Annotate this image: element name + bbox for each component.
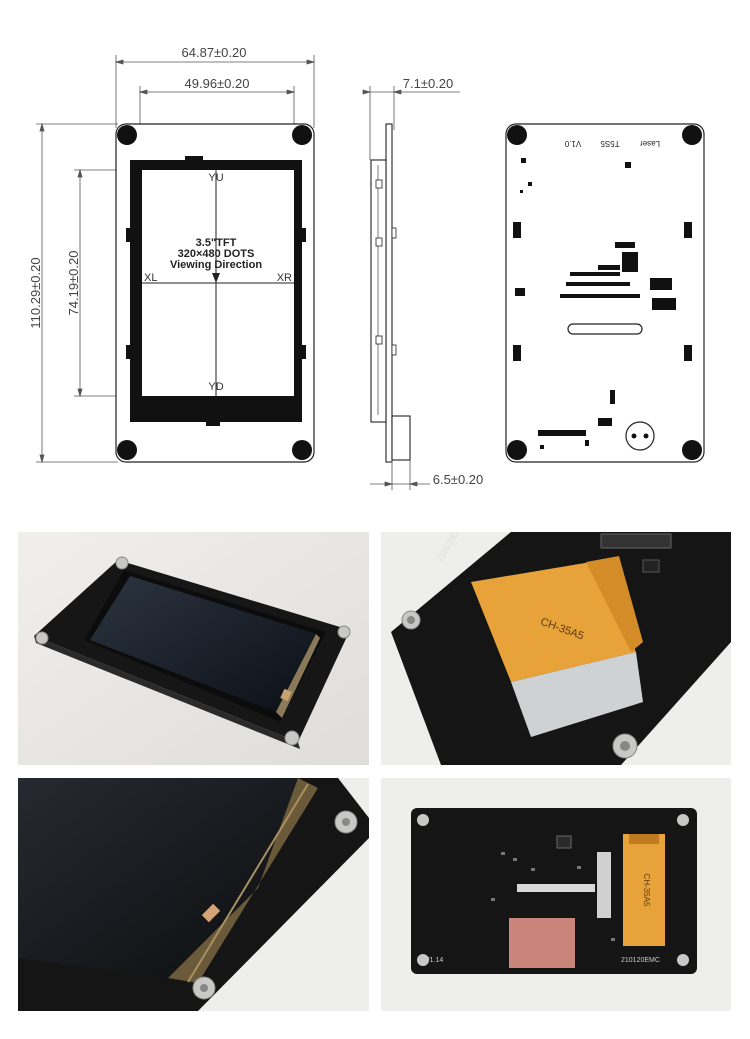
mount-hole <box>682 125 702 145</box>
side-clip <box>126 228 131 242</box>
display-spec-line1: 3.5"TFT <box>196 237 237 249</box>
bezel-tab <box>185 156 203 162</box>
screw <box>677 814 689 826</box>
screw <box>407 616 415 624</box>
back-label-model: T5S5 <box>600 139 620 148</box>
photo-back-fpc: CH-35A5 210120EMC <box>381 532 731 765</box>
photo-front-angled-art <box>18 532 369 765</box>
axis-label-right: XR <box>277 272 292 284</box>
back-label-laser: Laser <box>640 139 660 148</box>
screw <box>35 631 49 645</box>
chip <box>642 559 660 573</box>
display-window <box>511 652 643 737</box>
dimension-overall-height <box>36 122 118 464</box>
mount-hole <box>117 440 137 460</box>
axis-label-bottom: YD <box>208 381 223 393</box>
overall-width-label: 64.87±0.20 <box>182 45 247 60</box>
overall-height-label: 110.29±0.20 <box>28 257 43 328</box>
photo-edge-closeup <box>18 778 369 1011</box>
side-clip <box>301 228 306 242</box>
connector-tab <box>201 903 221 923</box>
pcb-edge <box>34 636 300 749</box>
side-pcb <box>385 123 393 463</box>
fpc-slot <box>567 323 643 335</box>
axis-label-left: XL <box>144 272 157 284</box>
chip <box>556 835 572 849</box>
component-cluster <box>491 852 615 941</box>
mount-hole <box>117 125 137 145</box>
dimension-thickness <box>362 86 460 160</box>
viewing-direction-arrow <box>212 273 220 283</box>
dimension-connector-offset <box>370 460 430 490</box>
fpc-cable <box>471 562 636 682</box>
back-clip <box>684 345 692 361</box>
back-clip <box>513 345 521 361</box>
screw <box>337 625 351 639</box>
side-connector <box>391 415 411 461</box>
display-spec-line3: Viewing Direction <box>170 259 262 271</box>
screw <box>417 954 429 966</box>
connector-tab <box>280 688 292 702</box>
side-clip <box>375 179 383 189</box>
component-cluster <box>515 158 676 449</box>
fpc-stiffener <box>629 834 659 844</box>
back-clip <box>513 222 521 238</box>
fpc-cable <box>623 834 665 946</box>
fpc-connector <box>597 852 611 918</box>
photo-edge-closeup-art <box>18 778 369 1011</box>
mount-hole <box>507 125 527 145</box>
photo-back-flat: CH-35A5 V1.14 210120EMC <box>381 778 731 1011</box>
technical-drawing: 64.87±0.20 49.96±0.20 110.29±0.20 7 <box>28 45 705 490</box>
screw <box>200 984 208 992</box>
side-clip <box>375 335 383 345</box>
display-spec-line2: 320×480 DOTS <box>178 248 255 260</box>
photo-back-fpc-art: CH-35A5 210120EMC <box>381 532 731 765</box>
screw <box>284 730 300 746</box>
back-board-outline <box>505 123 705 463</box>
fpc-connector <box>517 884 595 892</box>
back-clip <box>684 222 692 238</box>
front-view: 64.87±0.20 49.96±0.20 110.29±0.20 7 <box>28 45 316 464</box>
connector <box>600 533 672 549</box>
screw <box>677 954 689 966</box>
thickness-label: 7.1±0.20 <box>403 76 454 91</box>
back-view: V1.0 T5S5 Laser <box>505 123 705 463</box>
axis-label-top: YU <box>208 172 223 184</box>
active-width-label: 49.96±0.20 <box>185 76 250 91</box>
back-board-version: V1.14 <box>425 957 443 964</box>
display-screen <box>90 576 316 712</box>
side-clip <box>301 345 306 359</box>
side-view: 7.1±0.20 6.5±0.20 <box>362 76 484 490</box>
screw <box>342 818 350 826</box>
side-clip <box>375 237 383 247</box>
back-label-version: V1.0 <box>564 139 581 148</box>
bezel-tab <box>206 420 220 426</box>
side-clip <box>391 344 397 356</box>
back-board-code: 210120EMC <box>621 957 660 964</box>
fpc-label: CH-35A5 <box>642 874 651 907</box>
buzzer-footprint <box>625 421 655 451</box>
touch-border <box>187 783 309 983</box>
screw <box>417 814 429 826</box>
side-display <box>370 159 387 423</box>
mount-hole <box>292 125 312 145</box>
fpc-stiffener <box>586 556 643 652</box>
side-clip <box>126 345 131 359</box>
connector-offset-label: 6.5±0.20 <box>433 472 484 487</box>
mount-hole <box>682 440 702 460</box>
photo-back-flat-art: CH-35A5 V1.14 210120EMC <box>381 778 731 1011</box>
copper-pad <box>509 918 575 968</box>
side-clip <box>391 227 397 239</box>
display-screen <box>18 778 298 978</box>
mount-hole <box>292 440 312 460</box>
dimension-overall-width <box>114 55 316 128</box>
screw <box>620 741 630 751</box>
photo-front-angled <box>18 532 369 765</box>
mount-hole <box>507 440 527 460</box>
active-height-label: 74.19±0.20 <box>66 251 81 316</box>
screw <box>115 556 129 570</box>
